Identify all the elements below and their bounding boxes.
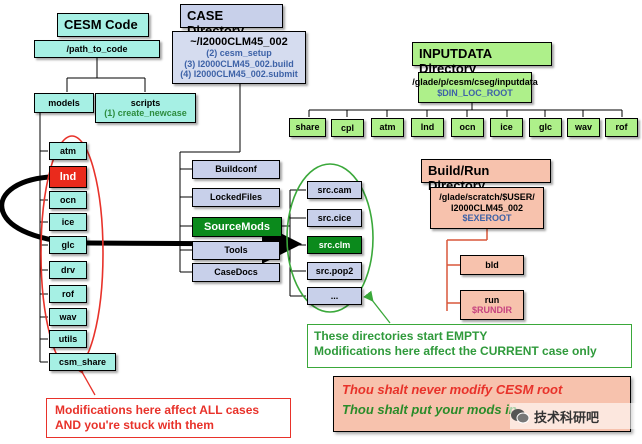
sourcemod-src-clm: src.clm <box>307 236 362 254</box>
scripts-box: scripts (1) create_newcase <box>95 93 196 123</box>
all-cases-line2: AND you're stuck with them <box>55 418 214 432</box>
rundir-label: $RUNDIR <box>471 305 512 315</box>
component-label: drv <box>60 264 75 275</box>
inputdata-subdir-label: ocn <box>459 122 476 133</box>
component-label: ice <box>61 216 75 227</box>
inputdata-title: INPUTDATA Directory <box>412 42 552 76</box>
inputdata-subdir-label: wav <box>574 122 592 133</box>
inputdata-root-box: /glade/p/cesm/cseg/inputdata $DIN_LOC_RO… <box>412 72 538 103</box>
watermark-text: 技术科研吧 <box>534 410 600 426</box>
subdir-sourcemods: SourceMods <box>192 217 282 237</box>
inputdata-ocn: ocn <box>451 118 484 137</box>
path-to-code-label: /path_to_code <box>66 43 128 54</box>
sourcemod-src-cam: src.cam <box>307 181 362 199</box>
sourcemod-label: src.cam <box>317 184 352 195</box>
cesm-setup-label: (2) cesm_setup <box>206 48 272 59</box>
inputdata-subdir-label: atm <box>379 122 396 133</box>
inputdata-path-label: /glade/p/cesm/cseg/inputdata <box>412 77 538 88</box>
sourcemod-label: ... <box>330 290 339 301</box>
inputdata-wav: wav <box>567 118 600 137</box>
component-atm: atm <box>49 142 87 160</box>
component-wav: wav <box>49 308 87 326</box>
bld-box: bld <box>460 255 524 275</box>
sourcemod-src-pop2: src.pop2 <box>307 262 362 280</box>
cesm-code-title: CESM Code <box>57 13 149 37</box>
subdir-lockedfiles: LockedFiles <box>192 188 280 207</box>
path-to-code-box: /path_to_code <box>34 40 160 58</box>
component-label: lnd <box>59 170 77 183</box>
subdir-label: SourceMods <box>203 220 270 233</box>
inputdata-subdir-label: cpl <box>340 122 354 133</box>
subdir-label: Buildconf <box>215 164 257 175</box>
inputdata-subdir-label: ice <box>500 122 513 133</box>
subdir-buildconf: Buildconf <box>192 160 280 179</box>
empty-note: These directories start EMPTY Modificati… <box>307 324 632 368</box>
component-label: utils <box>58 333 78 344</box>
exeroot-label: $EXEROOT <box>462 213 512 224</box>
empty-note-line2: Modifications here affect the CURRENT ca… <box>314 344 597 358</box>
models-box: models <box>34 93 94 113</box>
component-label: wav <box>59 311 77 322</box>
scripts-label: scripts <box>130 97 161 108</box>
component-label: atm <box>59 145 76 156</box>
sourcemod-label: src.pop2 <box>315 265 354 276</box>
subdir-tools: Tools <box>192 241 280 260</box>
component-drv: drv <box>49 261 87 279</box>
all-cases-line1: Modifications here affect ALL cases <box>55 403 260 417</box>
inputdata-ice: ice <box>490 118 523 137</box>
inputdata-subdir-label: share <box>295 122 320 133</box>
empty-note-line1: These directories start EMPTY <box>314 329 488 343</box>
sourcemod-src-cice: src.cice <box>307 209 362 227</box>
component-label: glc <box>61 239 75 250</box>
component-ice: ice <box>49 213 87 231</box>
component-label: csm_share <box>58 356 107 367</box>
inputdata-subdir-label: lnd <box>420 122 435 133</box>
models-label: models <box>48 97 80 108</box>
component-csm-share: csm_share <box>49 353 116 371</box>
sourcemod-more: ... <box>307 287 362 305</box>
inputdata-lnd: lnd <box>411 118 444 137</box>
sourcemod-label: src.clm <box>318 239 351 250</box>
buildrun-title: Build/Run Directory <box>421 159 551 193</box>
din-loc-root-label: $DIN_LOC_ROOT <box>437 87 513 98</box>
build-label: (3) I2000CLM45_002.build <box>184 58 294 69</box>
buildrun-root-box: /glade/scratch/$USER/ I2000CLM45_002 $EX… <box>430 187 544 229</box>
sourcemod-label: src.cice <box>317 212 352 223</box>
subdir-label: LockedFiles <box>209 192 263 203</box>
inputdata-share: share <box>289 118 326 137</box>
subdir-label: Tools <box>224 245 248 256</box>
buildrun-path2-label: I2000CLM45_002 <box>450 202 524 213</box>
inputdata-rof: rof <box>605 118 638 137</box>
component-label: rof <box>62 288 74 299</box>
create-newcase-label: (1) create_newcase <box>104 108 187 118</box>
inputdata-glc: glc <box>529 118 562 137</box>
inputdata-subdir-label: rof <box>615 122 628 133</box>
component-utils: utils <box>49 330 87 348</box>
case-root-box: ~/I2000CLM45_002 (2) cesm_setup (3) I200… <box>172 31 306 84</box>
run-label: run <box>484 294 500 305</box>
submit-label: (4) I2000CLM45_002.submit <box>180 68 298 79</box>
bld-label: bld <box>485 259 499 270</box>
put-mods-line: Thou shalt put your mods in <box>342 402 517 418</box>
component-lnd: lnd <box>49 166 87 188</box>
subdir-casedocs: CaseDocs <box>192 263 280 282</box>
inputdata-cpl: cpl <box>331 119 364 137</box>
component-ocn: ocn <box>49 191 87 209</box>
never-modify-line: Thou shalt never modify CESM root <box>342 382 563 397</box>
component-glc: glc <box>49 236 87 254</box>
subdir-label: CaseDocs <box>214 267 258 278</box>
wechat-icon <box>510 408 530 424</box>
case-directory-title: CASE Directory <box>180 4 283 38</box>
inputdata-atm: atm <box>371 118 404 137</box>
inputdata-subdir-label: glc <box>538 122 552 133</box>
component-rof: rof <box>49 285 87 303</box>
watermark: 技术科研吧 <box>510 403 638 429</box>
run-box: run $RUNDIR <box>460 290 524 320</box>
case-name-label: ~/I2000CLM45_002 <box>190 35 288 48</box>
component-label: ocn <box>59 194 76 205</box>
buildrun-path1-label: /glade/scratch/$USER/ <box>439 192 535 203</box>
all-cases-note: Modifications here affect ALL cases AND … <box>46 398 291 438</box>
